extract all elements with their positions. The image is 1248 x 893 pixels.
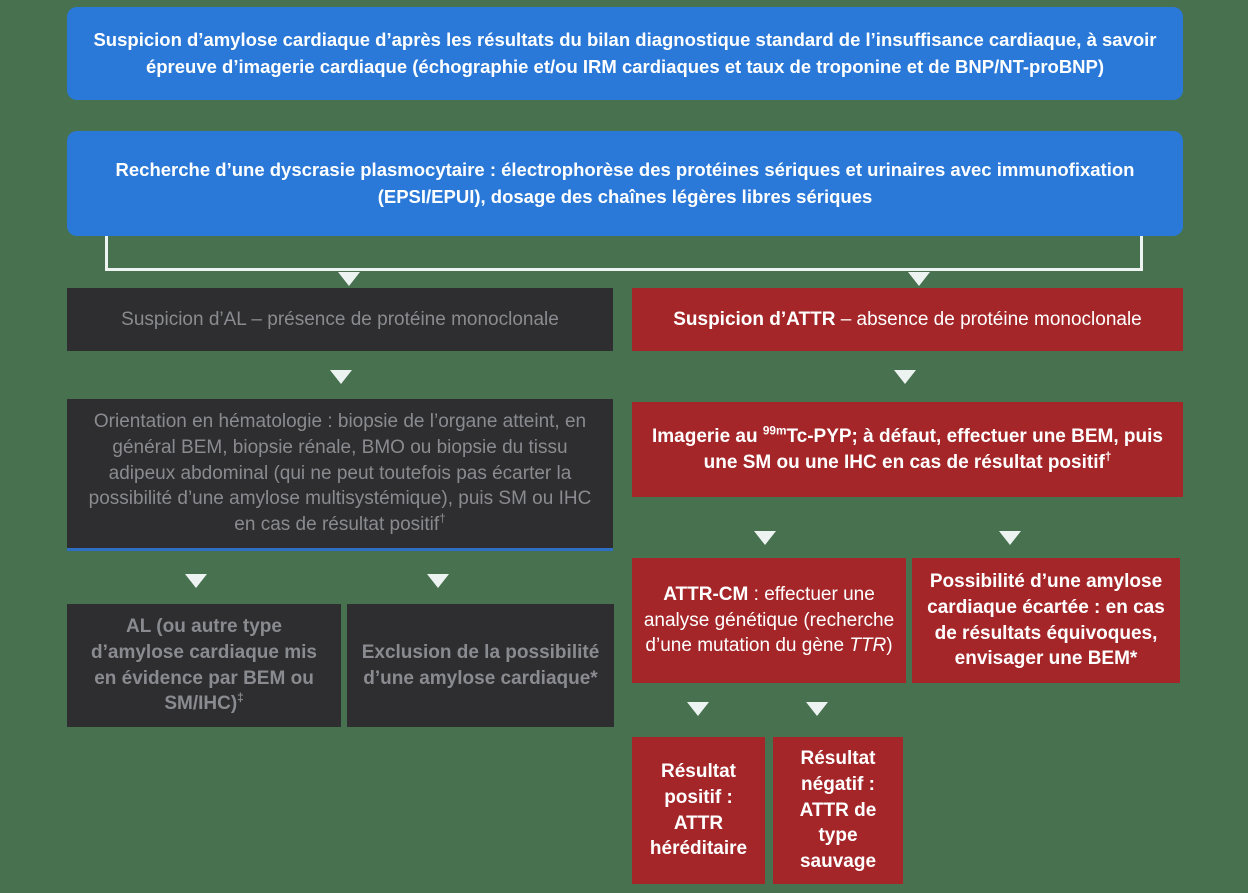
flow-box-tc-pyp-imaging-text: Imagerie au 99mTc-PYP; à défaut, effectu… bbox=[652, 424, 1163, 473]
flow-box-amyloidosis-ruled-out: Possibilité d’une amylose cardiaque écar… bbox=[912, 558, 1180, 683]
flow-box-hematology-referral-text: Orientation en hématologie : biopsie de … bbox=[88, 410, 592, 536]
arrow-down-icon bbox=[330, 370, 352, 384]
arrow-down-icon bbox=[908, 272, 930, 286]
flow-box-wild-type-attr-text: Résultat négatif : ATTR de type sauvage bbox=[799, 747, 877, 873]
branch-connector-horizontal bbox=[105, 268, 1143, 271]
flow-box-al-confirmed: AL (ou autre type d’amylose cardiaque mi… bbox=[67, 604, 341, 727]
flow-box-dyscrasia-search: Recherche d’une dyscrasie plasmocytaire … bbox=[67, 131, 1183, 236]
flow-box-hereditary-attr: Résultat positif : ATTR héréditaire bbox=[632, 737, 765, 884]
footnote-dagger: † bbox=[1104, 450, 1112, 464]
flow-box-tc-pyp-imaging: Imagerie au 99mTc-PYP; à défaut, effectu… bbox=[632, 402, 1183, 497]
flow-box-dyscrasia-search-text: Recherche d’une dyscrasie plasmocytaire … bbox=[115, 158, 1135, 207]
ttr-gene-italic: TTR bbox=[849, 635, 887, 657]
flow-box-amyloidosis-ruled-out-text: Possibilité d’une amylose cardiaque écar… bbox=[927, 570, 1165, 670]
arrow-down-icon bbox=[427, 574, 449, 588]
flow-box-standard-workup: Suspicion d’amylose cardiaque d’après le… bbox=[67, 7, 1183, 100]
arrow-down-icon bbox=[754, 531, 776, 545]
flow-box-attr-cm-genetic-testing-text: ATTR-CM : effectuer une analyse génétiqu… bbox=[643, 583, 895, 657]
flow-box-amyloidosis-excluded-text: Exclusion de la possibilité d’une amylos… bbox=[361, 641, 600, 689]
footnote-dagger: † bbox=[439, 512, 446, 526]
flow-box-attr-suspicion-text: Suspicion d’ATTR – absence de protéine m… bbox=[673, 308, 1142, 330]
flow-box-hereditary-attr-text: Résultat positif : ATTR héréditaire bbox=[649, 760, 748, 860]
branch-connector-right-vertical bbox=[1140, 236, 1143, 271]
flow-box-standard-workup-text: Suspicion d’amylose cardiaque d’après le… bbox=[93, 28, 1157, 77]
flow-box-wild-type-attr: Résultat négatif : ATTR de type sauvage bbox=[773, 737, 903, 884]
arrow-down-icon bbox=[894, 370, 916, 384]
flow-box-al-confirmed-text: AL (ou autre type d’amylose cardiaque mi… bbox=[91, 615, 317, 715]
flow-box-al-suspicion: Suspicion d’AL – présence de protéine mo… bbox=[67, 288, 613, 351]
flow-box-amyloidosis-excluded: Exclusion de la possibilité d’une amylos… bbox=[347, 604, 614, 727]
isotope-superscript: 99m bbox=[762, 424, 787, 438]
arrow-down-icon bbox=[999, 531, 1021, 545]
footnote-double-dagger: ‡ bbox=[237, 692, 244, 705]
flow-box-attr-suspicion: Suspicion d’ATTR – absence de protéine m… bbox=[632, 288, 1183, 351]
flow-box-al-suspicion-text: Suspicion d’AL – présence de protéine mo… bbox=[121, 308, 559, 330]
arrow-down-icon bbox=[806, 702, 828, 716]
branch-connector-left-vertical bbox=[105, 236, 108, 271]
flow-box-attr-cm-genetic-testing: ATTR-CM : effectuer une analyse génétiqu… bbox=[632, 558, 906, 683]
arrow-down-icon bbox=[687, 702, 709, 716]
hematology-box-underline bbox=[67, 548, 613, 551]
arrow-down-icon bbox=[338, 272, 360, 286]
arrow-down-icon bbox=[185, 574, 207, 588]
flow-box-hematology-referral: Orientation en hématologie : biopsie de … bbox=[67, 399, 613, 548]
